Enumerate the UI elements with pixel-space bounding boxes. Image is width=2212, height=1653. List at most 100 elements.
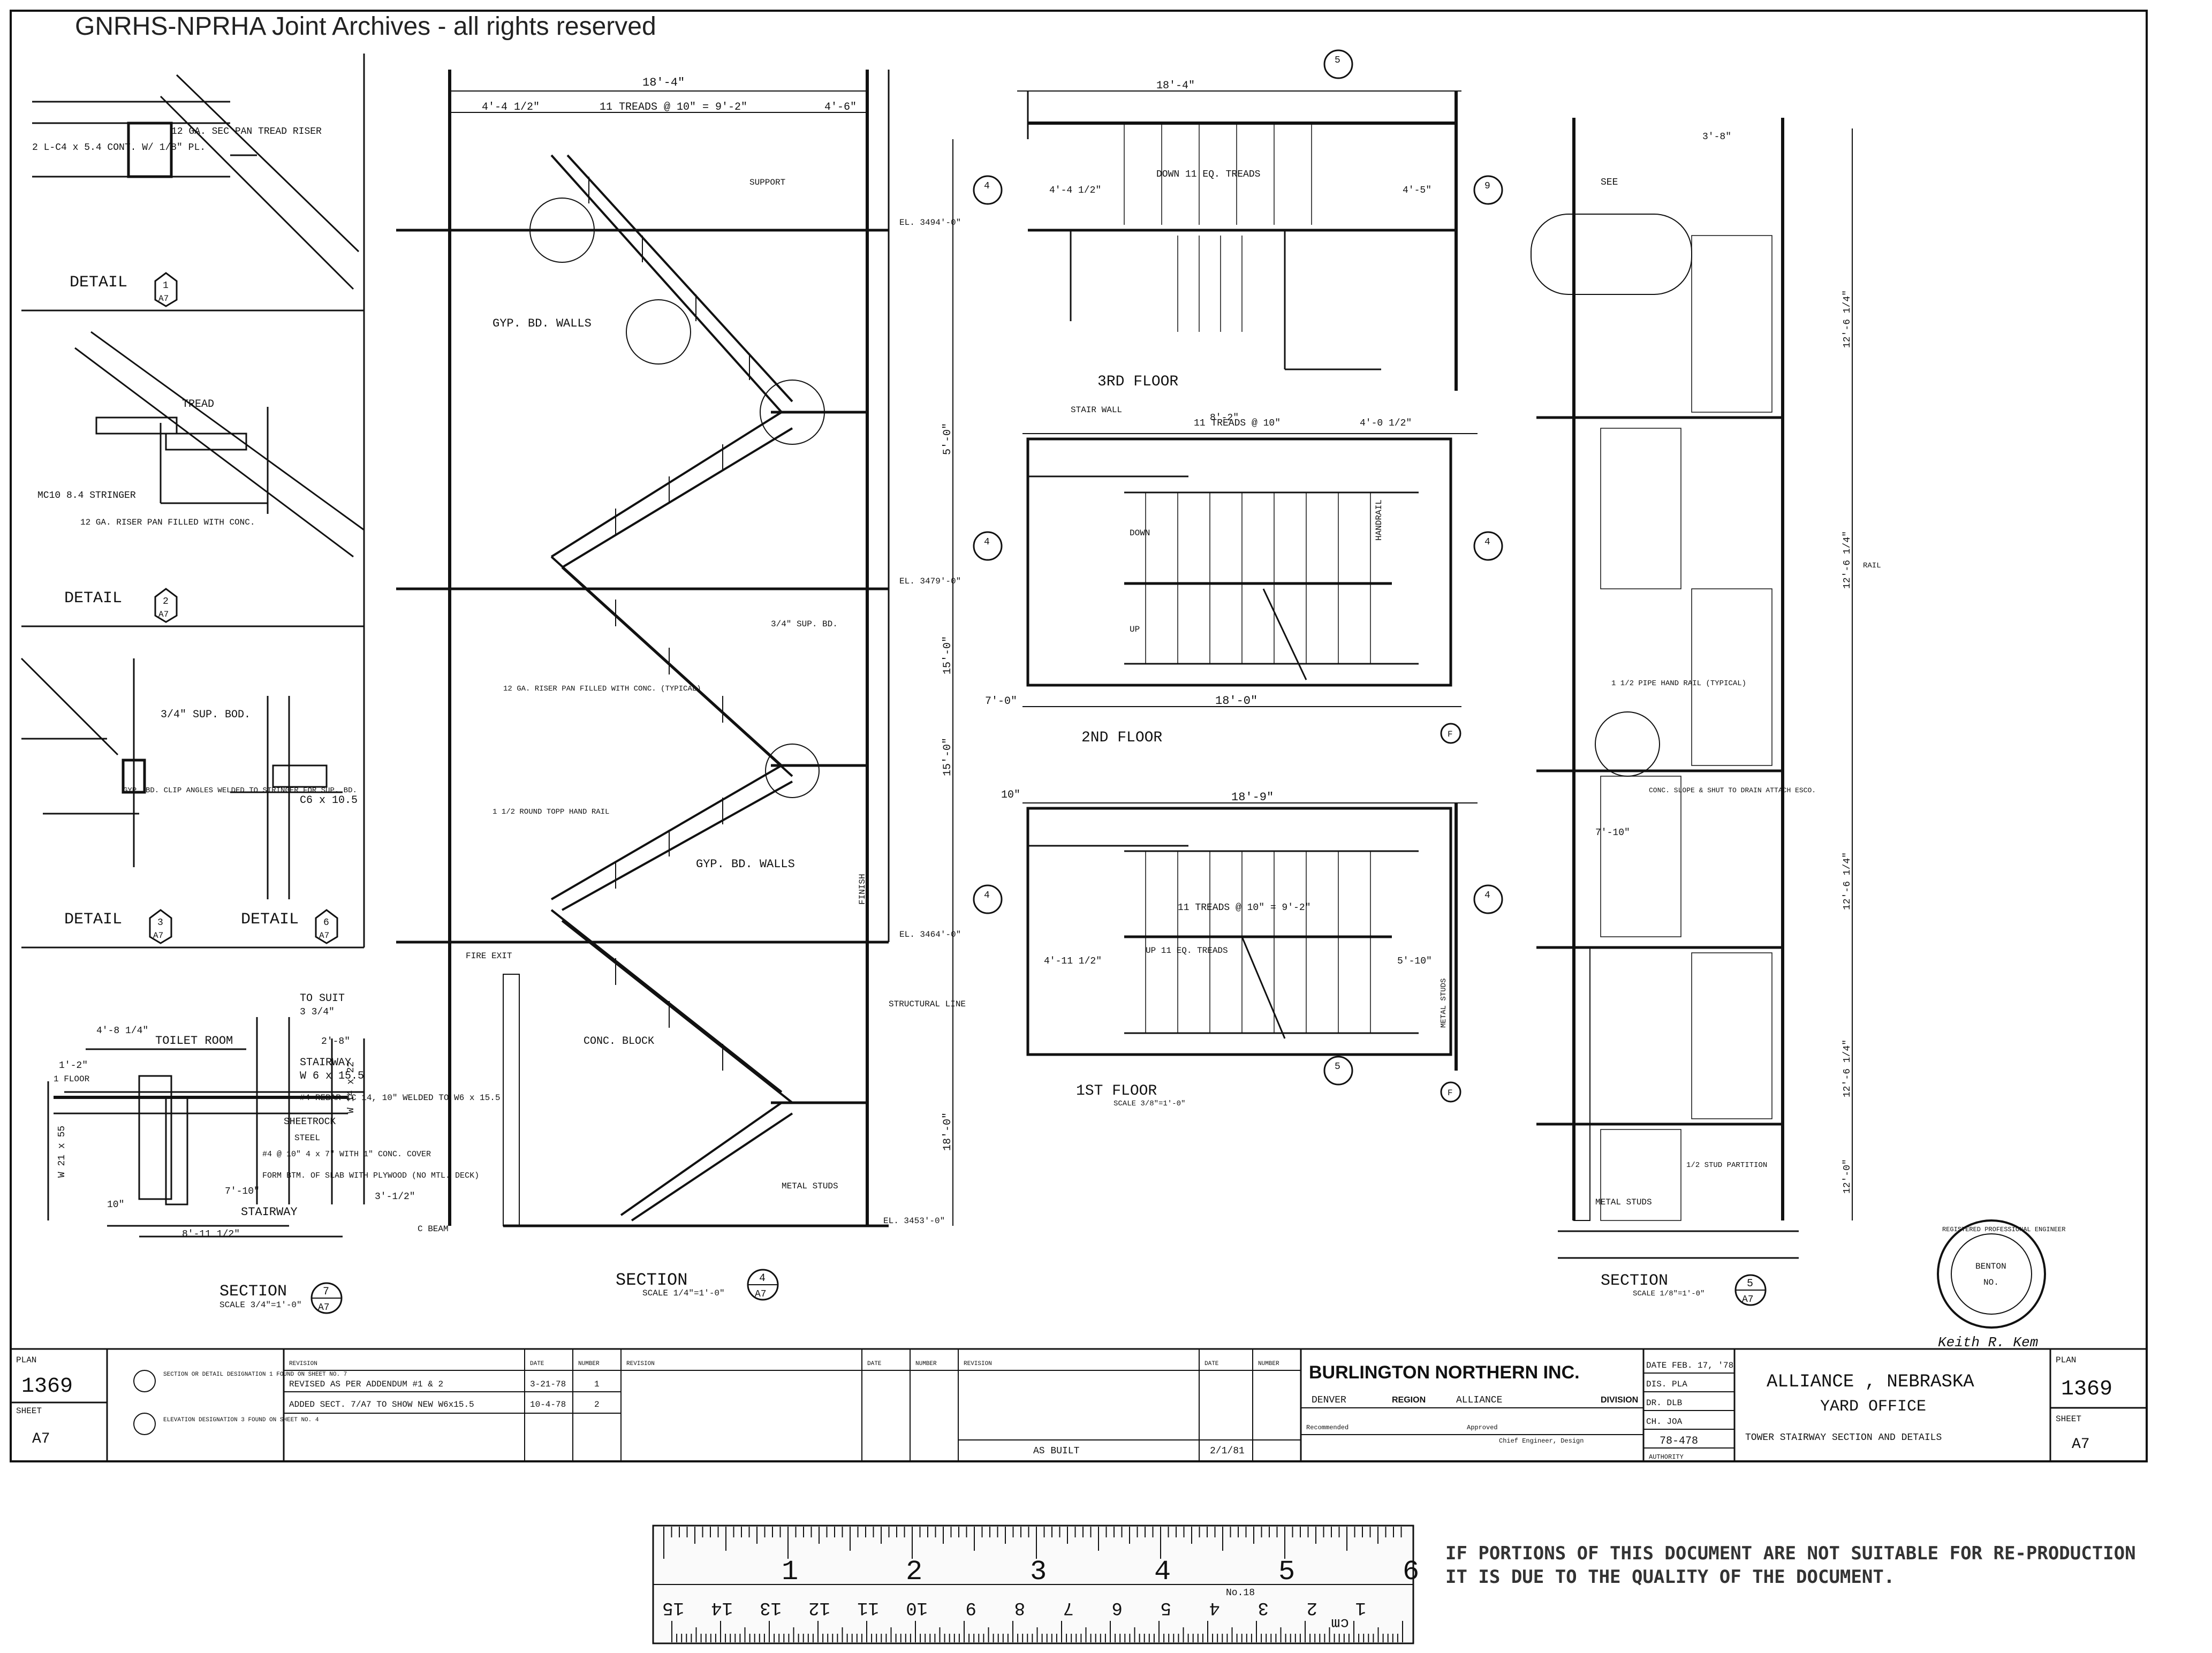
ruler-inch-label: 5 [1278, 1556, 1295, 1588]
section-7-marker: 7 A7 [310, 1282, 343, 1314]
ruler-cm-label: 13 [760, 1597, 782, 1618]
section-7-beam-1: W 6 x 15.5 [300, 1070, 364, 1082]
section-4-vdim: 5'-0" [942, 423, 954, 455]
svg-text:A7: A7 [319, 931, 329, 941]
section-5-note: 1/2 STUD PARTITION [1686, 1161, 1767, 1170]
section-5-dim: 3'-8" [1702, 132, 1731, 142]
svg-text:A7: A7 [1742, 1294, 1754, 1305]
section-4-scale: SCALE 1/4"=1'-0" [642, 1288, 725, 1298]
tb-revision-text: ADDED SECT. 7/A7 TO SHOW NEW W6x15.5 [289, 1400, 474, 1409]
tb-division-value: ALLIANCE [1456, 1395, 1502, 1406]
detail-6-label: DETAIL [241, 911, 299, 929]
detail-2-note-1: TREAD [182, 398, 214, 411]
svg-text:A7: A7 [153, 931, 163, 941]
tb-plan-label: PLAN [16, 1355, 36, 1365]
section-5-dim: 12'-6 1/4" [1842, 852, 1853, 910]
plan-note: DOWN [1130, 528, 1150, 538]
plan-1st-dim: 11 TREADS @ 10" = 9'-2" [1178, 903, 1310, 913]
plan-1st-dim: 18'-9" [1231, 791, 1274, 804]
svg-text:4: 4 [759, 1272, 766, 1285]
section-5-note: METAL STUDS [1595, 1197, 1652, 1207]
ruler-inch-label: 1 [782, 1556, 798, 1588]
scale-ruler [652, 1525, 1414, 1644]
tb-region-value: DENVER [1312, 1395, 1346, 1406]
plan-1st-dim: 10" [1001, 789, 1020, 801]
section-5-drawing [1531, 118, 1853, 1259]
section-7-dim: 1'-2" [59, 1060, 88, 1071]
tb-authority-value: 78-478 [1660, 1435, 1698, 1447]
section-4-note: GYP. BD. WALLS [493, 317, 592, 330]
tb-plan2-label: PLAN [2056, 1355, 2076, 1365]
tb-rev-head: REVISION [626, 1361, 655, 1367]
plan-marker-label: 4 [984, 537, 990, 548]
tb-revision-text: REVISED AS PER ADDENDUM #1 & 2 [289, 1379, 443, 1389]
sheet-border [10, 10, 2148, 1462]
section-7-toilet: TOILET ROOM [155, 1034, 233, 1048]
section-7-sheetrock: SHEETROCK [284, 1117, 336, 1127]
detail-1-note: 12 GA. SEC PAN TREAD RISER [171, 126, 322, 137]
section-7-dim: 7'-10" [225, 1186, 260, 1197]
section-7-label: SECTION [219, 1283, 287, 1301]
section-7-dim: 2'-8" [321, 1036, 350, 1047]
ruler-cm-label: 11 [857, 1597, 879, 1618]
svg-text:7: 7 [323, 1286, 329, 1298]
ruler-cm-label: 10 [906, 1597, 928, 1618]
plan-2nd-dim: 18'-0" [1215, 694, 1257, 708]
plan-marker-label: 4 [984, 181, 990, 192]
section-4-label: SECTION [616, 1270, 687, 1290]
section-4-el-3: EL. 3464'-0" [899, 930, 961, 939]
tb-sheet-label: SHEET [16, 1406, 42, 1416]
signature: Keith R. Kem [1938, 1334, 2038, 1351]
section-4-dim-top: 4'-6" [824, 101, 857, 113]
ruler-cm-label: 2 [1307, 1597, 1317, 1618]
ruler-cm-label: 7 [1063, 1597, 1074, 1618]
section-5-dim: 12'-0" [1842, 1159, 1853, 1194]
tb-revision-num: 2 [594, 1400, 600, 1409]
tb-legend-2: ELEVATION DESIGNATION 3 FOUND ON SHEET N… [163, 1417, 319, 1423]
ruler-unit: cm [1331, 1614, 1349, 1631]
section-4-note: METAL STUDS [782, 1181, 838, 1191]
section-5-note: 1 1/2 PIPE HAND RAIL (TYPICAL) [1611, 679, 1746, 688]
tb-plan-value: 1369 [21, 1375, 73, 1399]
plan-1st-dim: 5'-10" [1397, 956, 1432, 967]
detail-2-note-2: MC10 8.4 STRINGER [37, 490, 136, 501]
ruler-cm-label: 12 [808, 1597, 830, 1618]
section-4-note: 3/4" SUP. BD. [771, 619, 838, 629]
archive-watermark: GNRHS-NPRHA Joint Archives - all rights … [75, 12, 656, 41]
section-4-vdim: 15'-0" [942, 738, 954, 776]
plan-marker-label: F [1448, 1088, 1453, 1098]
plan-note: STAIR WALL [1071, 405, 1122, 415]
tb-region-label: REGION [1392, 1396, 1426, 1405]
plan-2nd-label: 2ND FLOOR [1081, 730, 1162, 746]
plan-note: HANDRAIL [1374, 499, 1384, 541]
detail-1-note-2: 2 L-C4 x 5.4 CONT. W/ 1/8" PL. [32, 142, 206, 153]
plan-marker-label: 9 [1484, 181, 1490, 192]
tb-rev-head: DATE [867, 1361, 882, 1367]
plan-note: DOWN 11 EQ. TREADS [1156, 169, 1260, 180]
section-7-stairway-2: STAIRWAY [241, 1205, 298, 1219]
tb-approved: Approved [1467, 1424, 1498, 1431]
section-4-el-1: EL. 3494'-0" [899, 218, 961, 228]
svg-text:3: 3 [157, 918, 163, 928]
plan-marker-label: F [1448, 730, 1453, 739]
seal-text: REGISTERED PROFESSIONAL ENGINEER [1942, 1226, 2065, 1233]
section-7-cbeam: C BEAM [418, 1224, 449, 1234]
detail-3-label: DETAIL [64, 911, 122, 929]
tb-project-3: TOWER STAIRWAY SECTION AND DETAILS [1745, 1432, 1942, 1443]
section-4-marker: 4 A7 [747, 1269, 779, 1301]
section-5-dim: 12'-6 1/4" [1842, 290, 1853, 348]
tb-revision-date: 3-21-78 [530, 1379, 566, 1389]
section-4-drawing [396, 70, 953, 1227]
ruler-inch-label: 6 [1403, 1556, 1419, 1588]
detail-2-note-3: 12 GA. RISER PAN FILLED WITH CONC. [80, 518, 255, 527]
section-4-vdim: 18'-0" [942, 1112, 954, 1151]
tb-dis: DIS. PLA [1646, 1379, 1687, 1389]
detail-3-drawing [20, 657, 343, 899]
section-4-note: GYP. BD. WALLS [696, 858, 795, 871]
detail-2-marker: 2 A7 [154, 588, 178, 623]
plan-marker-label: 4 [1484, 890, 1490, 901]
section-7-scale: SCALE 3/4"=1'-0" [219, 1300, 302, 1310]
seal-name: BENTON [1975, 1262, 2006, 1271]
detail-3-marker: 3 A7 [149, 909, 172, 944]
tb-company: BURLINGTON NORTHERN INC. [1309, 1362, 1580, 1383]
